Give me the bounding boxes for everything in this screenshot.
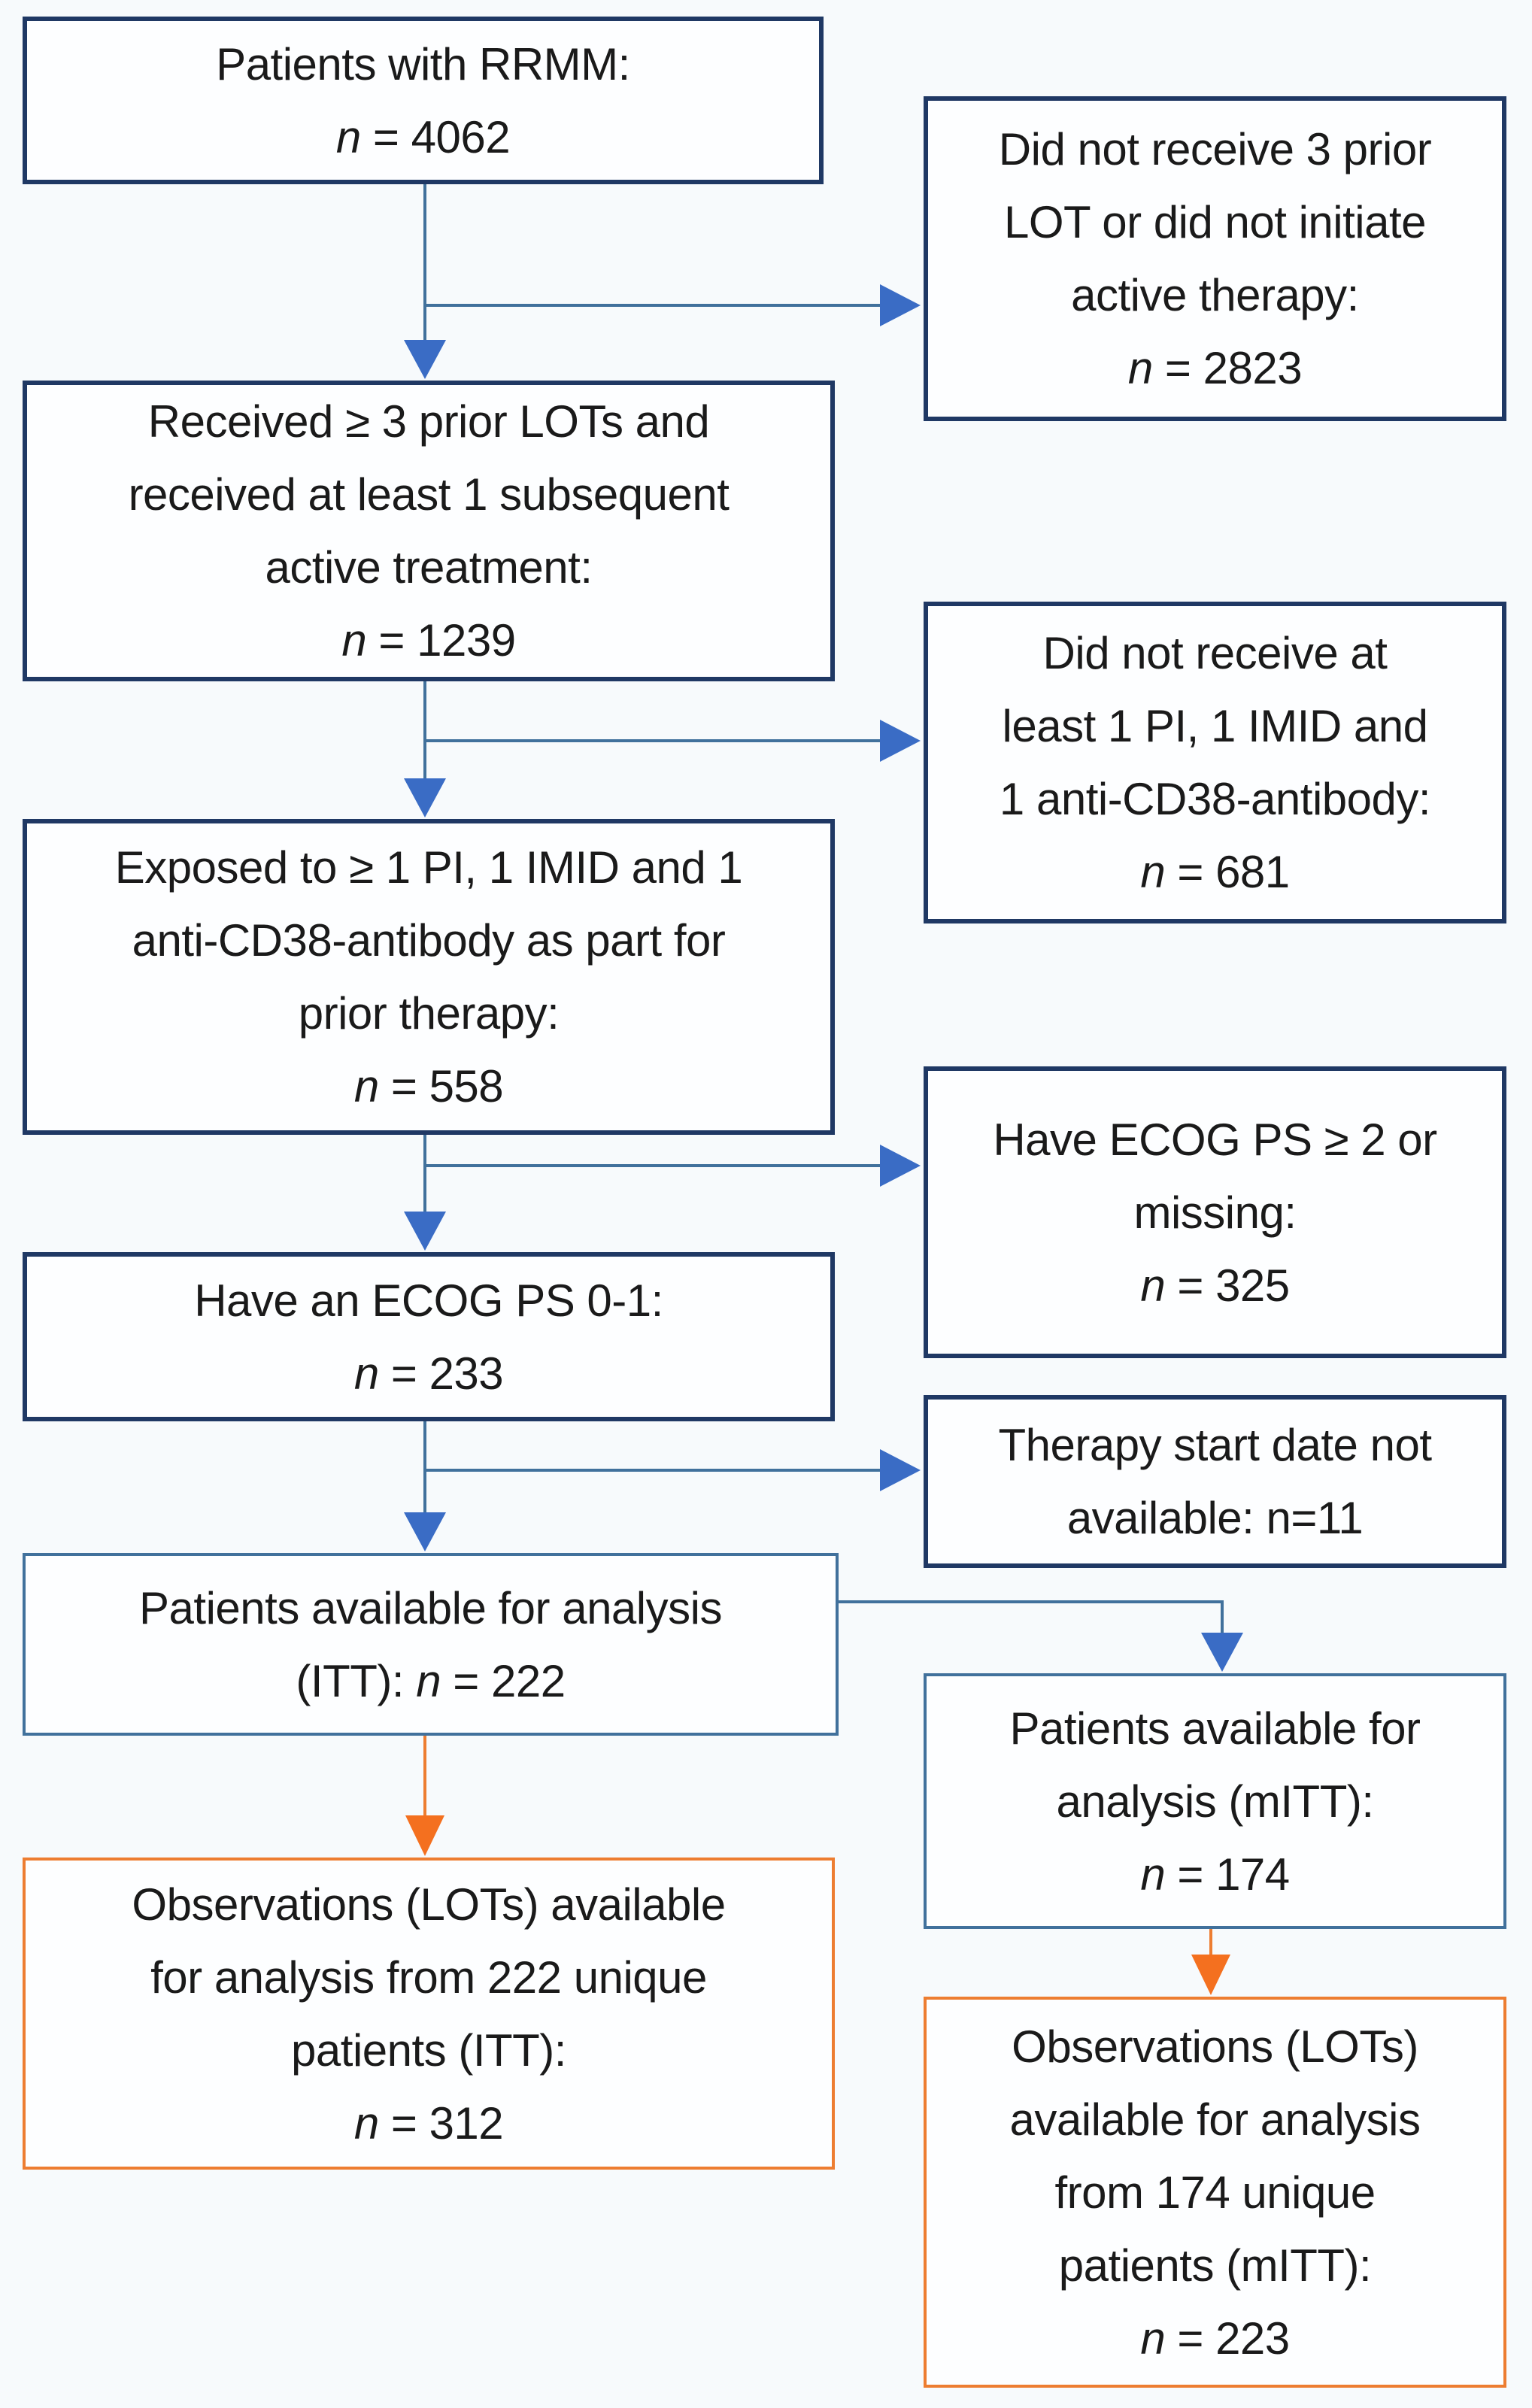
connector-mitt-to-obs [1191, 1929, 1230, 1995]
connector-branch-excl-pi [425, 720, 921, 762]
box-text: 1 anti-CD38-antibody: [999, 774, 1431, 824]
box-excluded-no-3-lot: Did not receive 3 prior LOT or did not i… [924, 96, 1506, 421]
connector-ecog-to-itt [404, 1421, 446, 1551]
arrow-down-icon [404, 1212, 446, 1251]
box-n-value: n = 4062 [335, 111, 511, 162]
box-text: active treatment: [265, 542, 593, 593]
box-text: Therapy start date not [998, 1420, 1433, 1470]
box-excluded-no-start-date: Therapy start date not available: n=11 [924, 1395, 1506, 1568]
box-text: Patients with RRMM: [216, 38, 630, 89]
arrow-right-icon [880, 1449, 921, 1491]
box-n-value: n = 325 [1140, 1260, 1290, 1311]
box-ecog-ps-0-1: Have an ECOG PS 0-1: n = 233 [23, 1252, 835, 1421]
box-text: Observations (LOTs) available [132, 1879, 726, 1930]
arrow-down-icon [1191, 1955, 1230, 1995]
box-text: for analysis from 222 unique [150, 1952, 707, 2003]
box-text: Patients available for [1009, 1703, 1421, 1754]
box-observations-mitt: Observations (LOTs) available for analys… [924, 1997, 1506, 2388]
arrow-down-icon [1201, 1633, 1243, 1672]
arrow-down-icon [404, 778, 446, 817]
box-text: Did not receive at [1042, 628, 1388, 678]
connector-exposed-to-ecog [404, 1135, 446, 1251]
box-text: patients (ITT): [291, 2024, 566, 2076]
arrow-right-icon [880, 1145, 921, 1187]
box-received-prior-lots: Received ≥ 3 prior LOTs and received at … [23, 381, 835, 681]
connector-rrmm-to-priorlots [404, 184, 446, 379]
box-text: prior therapy: [298, 988, 560, 1039]
box-excluded-no-pi-imid-cd38: Did not receive at least 1 PI, 1 IMID an… [924, 602, 1506, 923]
box-text: from 174 unique [1054, 2167, 1376, 2218]
box-n-value: n = 558 [353, 1061, 504, 1112]
box-n-value: n = 1239 [341, 615, 516, 666]
box-text: Received ≥ 3 prior LOTs and [147, 396, 710, 447]
arrow-down-icon [405, 1815, 444, 1856]
box-text: received at least 1 subsequent [128, 469, 730, 520]
box-text: missing: [1133, 1187, 1297, 1238]
box-text: patients (mITT): [1058, 2240, 1372, 2291]
box-n-value: n = 174 [1140, 1848, 1290, 1900]
box-text: Did not receive 3 prior [998, 124, 1432, 174]
box-n-value: n = 223 [1140, 2312, 1290, 2364]
box-text: Observations (LOTs) [1012, 2021, 1418, 2072]
box-itt-analysis: Patients available for analysis (ITT): n… [23, 1553, 839, 1736]
box-n-value: n = 2823 [1127, 343, 1303, 393]
box-text: available for analysis [1009, 2094, 1421, 2145]
box-n-value: n = 681 [1140, 847, 1290, 897]
box-text: Have an ECOG PS 0-1: [194, 1275, 663, 1326]
connector-branch-excl-ecog [425, 1145, 921, 1187]
box-mitt-analysis: Patients available for analysis (mITT): … [924, 1673, 1506, 1929]
box-text: LOT or did not initiate [1003, 197, 1427, 247]
box-text: least 1 PI, 1 IMID and [1002, 701, 1428, 751]
box-text: anti-CD38-antibody as part for [132, 915, 726, 966]
box-text: Have ECOG PS ≥ 2 or [993, 1114, 1437, 1165]
connector-priorlots-to-exposed [404, 681, 446, 817]
box-text: analysis (mITT): [1056, 1776, 1374, 1827]
connector-branch-excl-lot [425, 284, 921, 326]
box-observations-itt: Observations (LOTs) available for analys… [23, 1858, 835, 2170]
arrow-right-icon [880, 720, 921, 762]
box-n-value: n = 233 [353, 1348, 504, 1399]
box-n-value: (ITT): n = 222 [296, 1655, 566, 1706]
box-text: available: n=11 [1066, 1493, 1364, 1543]
box-text: Exposed to ≥ 1 PI, 1 IMID and 1 [114, 842, 743, 893]
box-text: Patients available for analysis [139, 1582, 722, 1633]
arrow-down-icon [404, 340, 446, 379]
box-excluded-ecog-2-missing: Have ECOG PS ≥ 2 or missing: n = 325 [924, 1066, 1506, 1358]
box-patients-rrmm: Patients with RRMM: n = 4062 [23, 17, 824, 184]
arrow-right-icon [880, 284, 921, 326]
arrow-down-icon [404, 1512, 446, 1551]
connector-itt-to-mitt [837, 1600, 1243, 1672]
box-n-value: n = 312 [353, 2097, 504, 2149]
box-text: active therapy: [1071, 270, 1359, 320]
box-exposed-pi-imid-cd38: Exposed to ≥ 1 PI, 1 IMID and 1 anti-CD3… [23, 819, 835, 1135]
connector-itt-to-obs [405, 1736, 444, 1856]
connector-branch-excl-start [425, 1449, 921, 1491]
